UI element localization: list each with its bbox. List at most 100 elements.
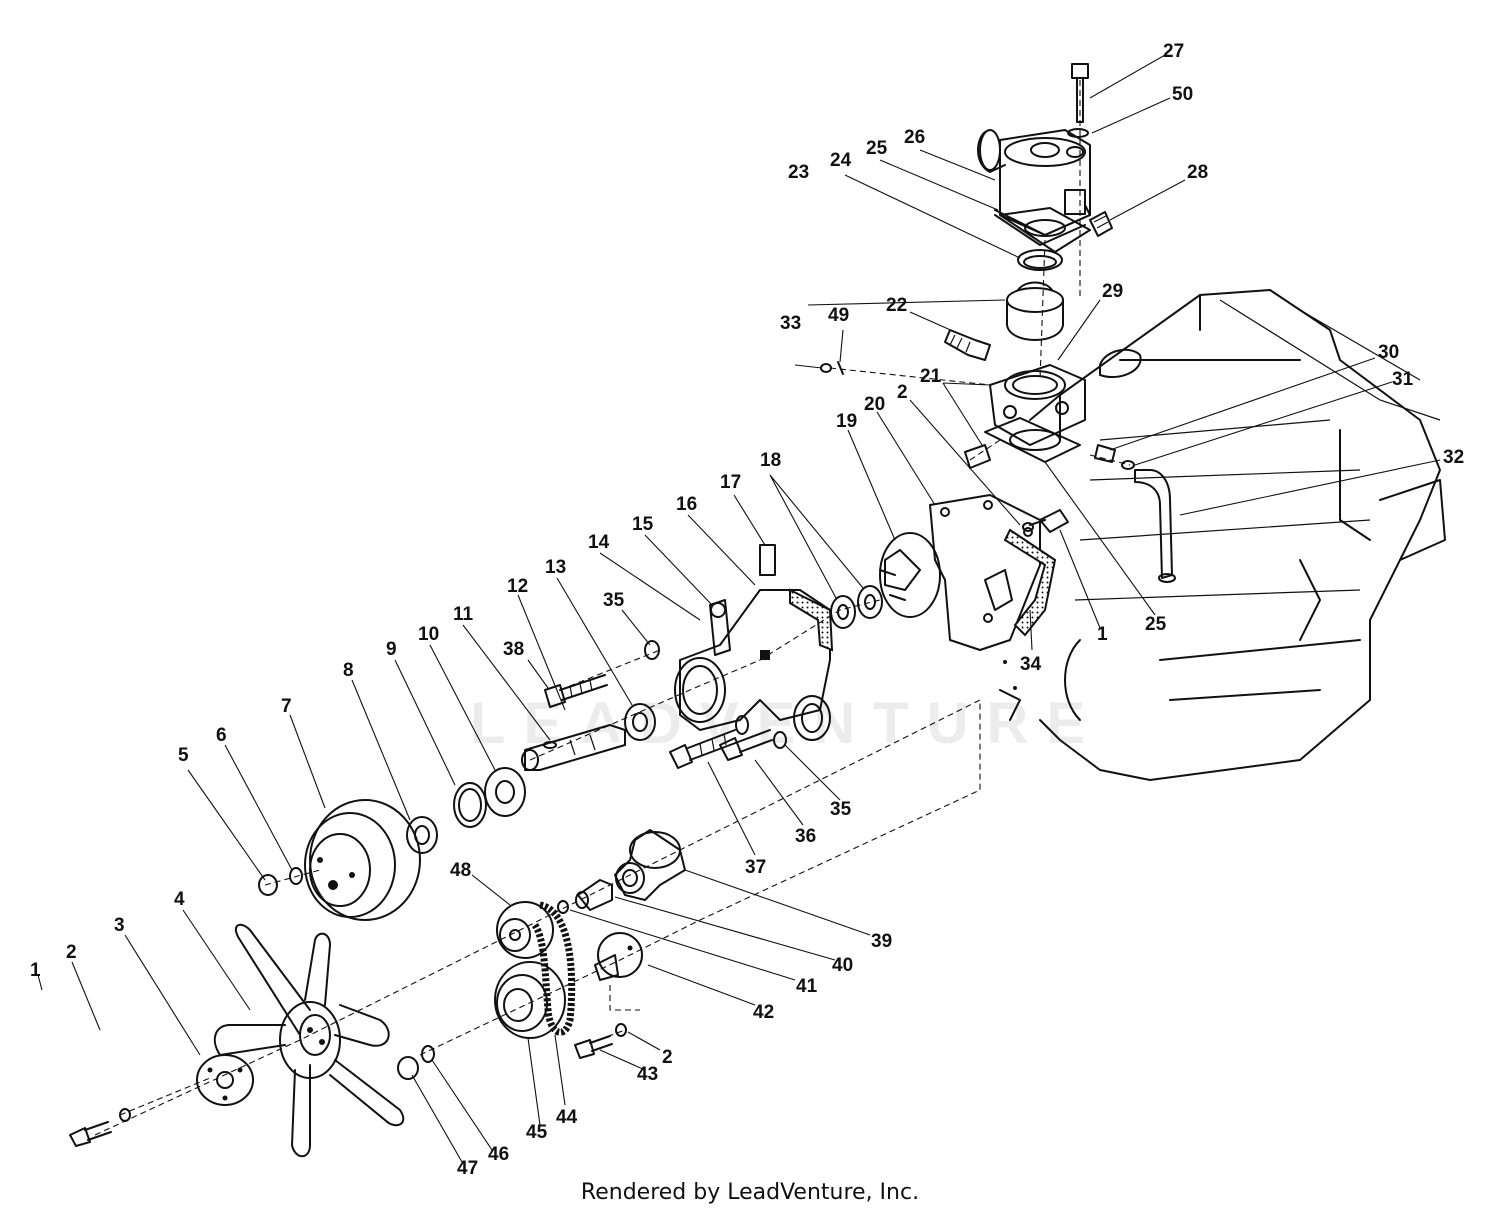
- label-49: 49: [828, 305, 849, 326]
- pulley-7: [304, 799, 421, 921]
- bracket-39: [614, 829, 686, 901]
- label-9: 9: [386, 639, 397, 660]
- label-10: 10: [418, 624, 439, 645]
- label-37: 37: [745, 857, 766, 878]
- label-1-right: 1: [1097, 624, 1108, 645]
- label-24: 24: [830, 150, 852, 171]
- label-6: 6: [216, 725, 227, 746]
- bolt-37: [669, 729, 739, 769]
- plug-30: [1094, 444, 1116, 463]
- washer-2-bottom: [615, 1023, 627, 1037]
- label-29: 29: [1102, 281, 1123, 302]
- sensor-22: [944, 329, 991, 361]
- clip-41: [557, 900, 569, 914]
- label-27: 27: [1163, 41, 1184, 62]
- label-32: 32: [1443, 447, 1464, 468]
- label-11: 11: [453, 604, 474, 625]
- washer-46: [421, 1045, 435, 1063]
- washer-2-right: [1022, 522, 1034, 532]
- label-3: 3: [114, 915, 125, 936]
- spacer-8: [406, 816, 438, 854]
- label-44: 44: [556, 1107, 578, 1128]
- label-47: 47: [457, 1158, 478, 1179]
- plug-15: [710, 602, 726, 618]
- label-16: 16: [676, 494, 697, 515]
- label-19: 19: [836, 411, 857, 432]
- screw-38: [544, 674, 608, 708]
- label-28: 28: [1187, 162, 1208, 183]
- thermostat-23: [1006, 281, 1064, 341]
- label-15: 15: [632, 514, 654, 535]
- bolt-1: [1029, 509, 1069, 533]
- nut-5: [258, 874, 278, 896]
- label-34: 34: [1020, 654, 1042, 675]
- water-pump-body-14: [674, 544, 834, 741]
- impeller-19: [879, 532, 941, 618]
- label-40: 40: [832, 955, 853, 976]
- label-1: 1: [30, 960, 41, 981]
- fitting-21b: [964, 444, 991, 469]
- label-18: 18: [760, 450, 781, 471]
- label-48: 48: [450, 860, 471, 881]
- snap-ring-9: [453, 782, 487, 828]
- label-30: 30: [1378, 342, 1399, 363]
- credit-text: Rendered by LeadVenture, Inc.: [580, 1180, 920, 1205]
- label-22: 22: [886, 295, 907, 316]
- nut-47: [397, 1056, 419, 1080]
- bolt-27: [1067, 63, 1089, 138]
- label-5: 5: [178, 745, 189, 766]
- label-39: 39: [871, 931, 892, 952]
- pulley-45: [494, 961, 566, 1039]
- fan-4: [213, 923, 405, 1158]
- label-35: 35: [603, 590, 625, 611]
- bolt-1-left: [69, 1121, 112, 1147]
- belt-44: [531, 901, 576, 1036]
- label-26: 26: [904, 127, 925, 148]
- stud-34a: [1003, 660, 1007, 664]
- ring-35-upper: [644, 640, 660, 660]
- label-20: 20: [864, 394, 885, 415]
- label-2: 2: [66, 942, 77, 963]
- label-7: 7: [281, 696, 292, 717]
- gasket-25-upper: [999, 207, 1091, 253]
- key-11: [543, 741, 557, 749]
- seal-18b: [857, 585, 883, 619]
- part-number-labels: 1 2 3 4 5 6 7 8 9 10 11 12 13 14 15 16 1…: [30, 41, 1464, 1179]
- leader-lines: [37, 54, 1441, 1163]
- label-42: 42: [753, 1002, 774, 1023]
- shaft-40: [575, 879, 613, 911]
- washer-6: [289, 867, 303, 885]
- shaft-12: [521, 724, 626, 771]
- label-41: 41: [796, 976, 818, 997]
- label-8: 8: [343, 660, 354, 681]
- hub-42: [594, 932, 643, 981]
- hose-32: [1134, 469, 1173, 579]
- washer-31: [1121, 460, 1135, 470]
- label-12: 12: [507, 576, 528, 597]
- label-50: 50: [1172, 84, 1193, 105]
- plate-3: [196, 1054, 254, 1106]
- label-17: 17: [720, 472, 741, 493]
- thermostat-housing: [977, 129, 1091, 246]
- label-35-lower: 35: [830, 799, 852, 820]
- label-2-right: 2: [897, 382, 908, 403]
- label-36: 36: [795, 826, 816, 847]
- ring-24: [1017, 249, 1063, 271]
- pin-49: [837, 361, 844, 375]
- label-45: 45: [526, 1122, 548, 1143]
- washer-2-left: [119, 1108, 131, 1122]
- label-38: 38: [503, 639, 524, 660]
- label-13: 13: [545, 557, 566, 578]
- bearing-13: [624, 703, 656, 741]
- bolt-36: [719, 729, 773, 761]
- washer-33: [820, 363, 832, 373]
- ring-24-inner: [1023, 255, 1057, 269]
- engine-block: [999, 289, 1446, 781]
- fitting-28: [1089, 211, 1113, 237]
- label-21: 21: [920, 366, 942, 387]
- watermark: LEADVENTURE: [470, 691, 1104, 756]
- label-14: 14: [588, 532, 610, 553]
- water-outlet-21: [984, 364, 1086, 463]
- label-25: 25: [866, 138, 888, 159]
